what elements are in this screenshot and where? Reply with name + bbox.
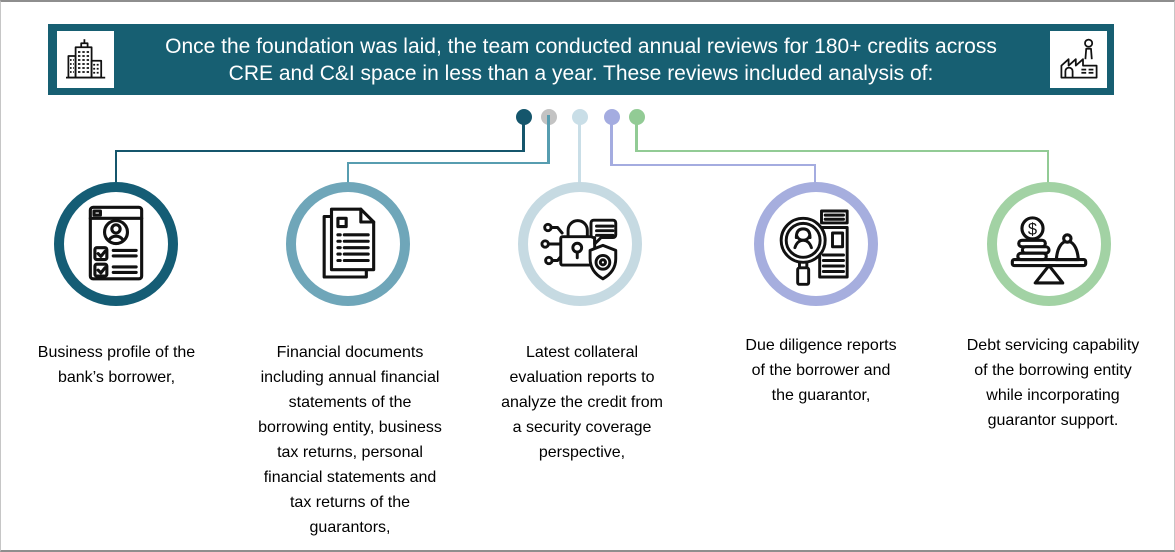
circle-due-diligence [754,182,878,306]
label-financial-documents: Financial documents including annual fin… [258,344,442,536]
svg-text:$: $ [1028,220,1037,238]
header-right-icon-box [1050,31,1107,88]
connector-due-diligence [814,164,816,183]
office-buildings-icon [62,36,110,84]
circle-collateral-evaluation [518,182,642,306]
connector-debt-servicing [635,115,638,152]
label-collateral-evaluation: Latest collateral evaluation reports to … [501,344,663,461]
connector-due-diligence [611,164,816,166]
label-due-diligence: Due diligence reports of the borrower an… [745,337,897,404]
due-diligence-magnifier-icon [772,200,860,288]
connector-business-profile [115,150,117,183]
label-business-profile: Business profile of the bank’s borrower, [37,344,196,386]
factory-icon [1055,36,1103,84]
debt-balance-scale-icon: $ [1005,200,1093,288]
financial-documents-icon [304,200,392,288]
connector-business-profile [115,150,524,152]
connector-debt-servicing [1047,150,1049,183]
business-profile-card-icon [72,200,160,288]
header-left-icon-box [57,31,114,88]
header-banner: Once the foundation was laid, the team c… [48,24,1114,95]
circle-business-profile [54,182,178,306]
connector-due-diligence [610,115,613,166]
circle-debt-servicing: $ [987,182,1111,306]
connector-debt-servicing [636,150,1049,152]
connector-collateral-evaluation [578,115,581,184]
connector-business-profile [522,115,525,152]
label-debt-servicing: Debt servicing capability of the borrowi… [966,337,1140,429]
collateral-security-lock-icon [536,200,624,288]
header-text: Once the foundation was laid, the team c… [165,34,997,85]
connector-financial-documents [547,115,550,164]
circle-financial-documents [286,182,410,306]
connector-financial-documents [347,162,349,183]
connector-financial-documents [347,162,549,164]
